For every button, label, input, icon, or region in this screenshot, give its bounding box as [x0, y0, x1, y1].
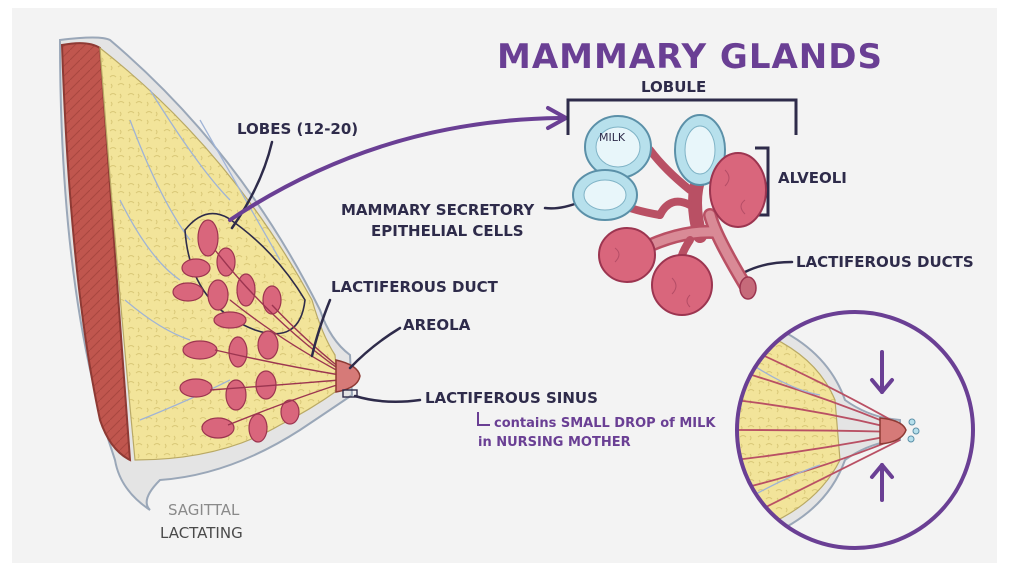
lactiferous-sinus-label: LACTIFEROUS SINUS — [425, 391, 598, 406]
lobule-label: LOBULE — [641, 80, 706, 95]
lactiferous-duct-label: LACTIFEROUS DUCT — [331, 280, 498, 295]
lactiferous-ducts-label: LACTIFEROUS DUCTS — [796, 255, 974, 270]
nursing-inset — [720, 310, 973, 550]
areola-label: AREOLA — [403, 318, 470, 333]
sinus-note-line2: in NURSING MOTHER — [478, 436, 631, 449]
milk-label: MILK — [599, 132, 625, 143]
secretory-cells-label-line2: EPITHELIAL CELLS — [371, 224, 524, 239]
view-label-sagittal: SAGITTAL — [168, 503, 239, 518]
alveoli-label: ALVEOLI — [778, 171, 847, 186]
breast-sagittal-section — [60, 38, 360, 511]
sinus-note-line1: contains SMALL DROP of MILK — [494, 417, 715, 430]
lobes-label: LOBES (12-20) — [237, 122, 358, 137]
diagram-title: MAMMARY GLANDS — [497, 40, 883, 74]
note-hook — [478, 412, 490, 425]
nipple — [336, 360, 360, 392]
secretory-cells-label-line1: MAMMARY SECRETORY — [341, 203, 534, 218]
view-label-lactating: LACTATING — [160, 526, 243, 541]
